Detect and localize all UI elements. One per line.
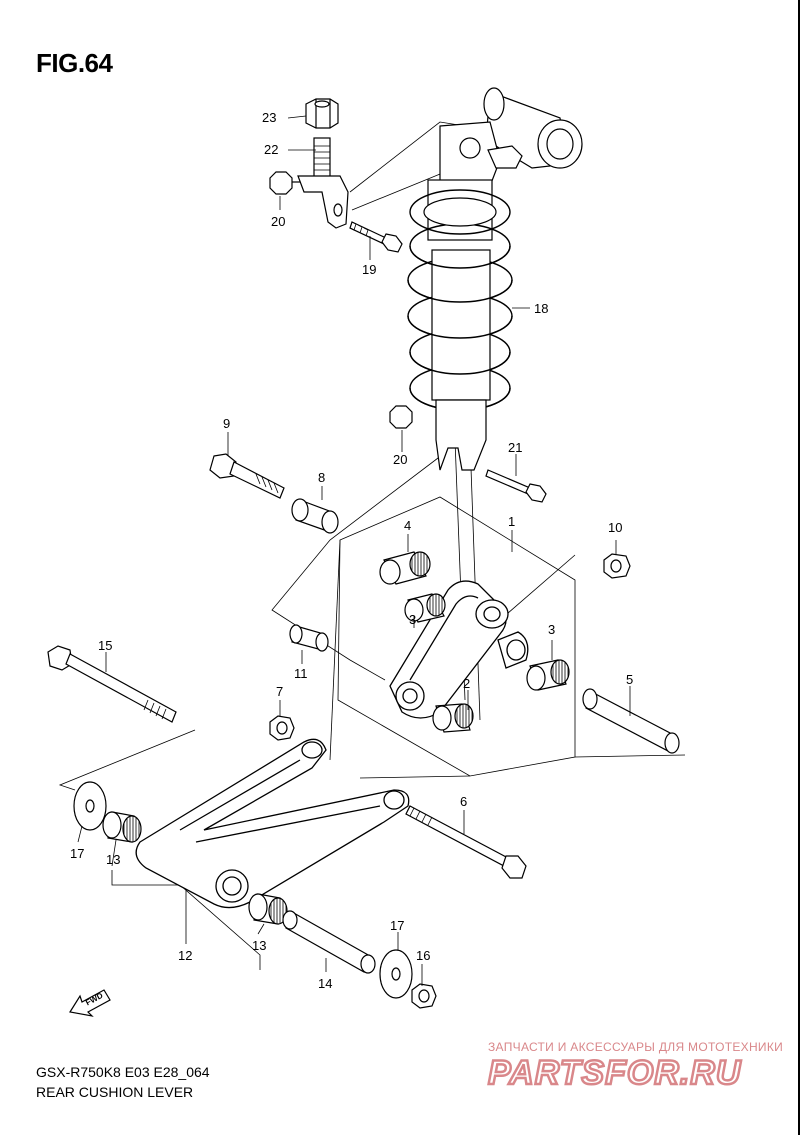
- callout-11: 11: [294, 666, 308, 681]
- callout-22: 22: [264, 142, 278, 157]
- callout-8: 8: [318, 470, 325, 485]
- callout-6: 6: [460, 794, 467, 809]
- callout-7: 7: [276, 684, 283, 699]
- model-code: GSX-R750K8 E03 E28_064: [36, 1064, 210, 1080]
- figure-title: FIG.64: [36, 48, 113, 78]
- callout-20-lower: 20: [393, 452, 407, 467]
- callout-23: 23: [262, 110, 276, 125]
- shaft-14: [282, 910, 376, 974]
- callout-labels: 23 22 20 19 18 9 20 21 8 1 10 4 3 3 11 2…: [70, 110, 633, 991]
- cushion-rod-1: [389, 580, 529, 719]
- cushion-lever-12: [135, 738, 410, 909]
- nut-23: [305, 98, 339, 129]
- leader-lines: [77, 115, 631, 986]
- bearing-2: [432, 703, 474, 733]
- section-name: REAR CUSHION LEVER: [36, 1084, 194, 1100]
- nut-20-lower: [389, 405, 413, 429]
- callout-4: 4: [404, 518, 411, 533]
- page-border: [798, 0, 800, 1135]
- shaft-5: [582, 688, 680, 754]
- callout-3-right: 3: [548, 622, 555, 637]
- bolt-19: [349, 221, 403, 253]
- guide-lines: [58, 121, 686, 970]
- svg-text:PARTSFOR.RU: PARTSFOR.RU: [488, 1054, 742, 1092]
- collar-8: [291, 498, 339, 534]
- callout-21: 21: [508, 440, 522, 455]
- watermark-brand-logo: PARTSFOR.RU: [487, 1053, 742, 1092]
- callout-19: 19: [362, 262, 376, 277]
- callout-12: 12: [178, 948, 192, 963]
- callout-2: 2: [463, 676, 470, 691]
- callout-15: 15: [98, 638, 112, 653]
- callout-18: 18: [534, 301, 548, 316]
- callout-3-upper: 3: [409, 612, 416, 627]
- callout-14: 14: [318, 976, 332, 991]
- callout-17-left: 17: [70, 846, 84, 861]
- nut-20-upper: [269, 171, 300, 195]
- bearing-3-right: [526, 659, 570, 691]
- callout-9: 9: [223, 416, 230, 431]
- nut-10: [603, 553, 631, 579]
- upper-bracket-22: [297, 137, 349, 229]
- callout-17-right: 17: [390, 918, 404, 933]
- nut-16: [411, 983, 437, 1009]
- washer-17-right: [379, 949, 413, 999]
- callout-13-right: 13: [252, 938, 266, 953]
- washer-17-left: [73, 781, 107, 831]
- bolt-21: [485, 469, 547, 503]
- bearing-3-upper: [404, 593, 446, 623]
- bolt-15: [47, 645, 177, 723]
- callout-5: 5: [626, 672, 633, 687]
- bearing-4: [379, 551, 431, 585]
- bearing-13-left: [102, 811, 142, 843]
- callout-16: 16: [416, 948, 430, 963]
- nut-7: [269, 715, 295, 741]
- callout-13-left: 13: [106, 852, 120, 867]
- shock-absorber-18: [407, 87, 583, 471]
- callout-20-upper: 20: [271, 214, 285, 229]
- callout-10: 10: [608, 520, 622, 535]
- watermark-tagline: ЗАПЧАСТИ И АКСЕССУАРЫ ДЛЯ МОТОТЕХНИКИ: [488, 1040, 784, 1054]
- bearing-13-right: [248, 893, 288, 925]
- callout-1: 1: [508, 514, 515, 529]
- bolt-6: [405, 805, 527, 879]
- collar-11: [289, 624, 329, 652]
- bolt-9: [209, 453, 285, 499]
- fwd-arrow-icon: FWD: [69, 989, 111, 1017]
